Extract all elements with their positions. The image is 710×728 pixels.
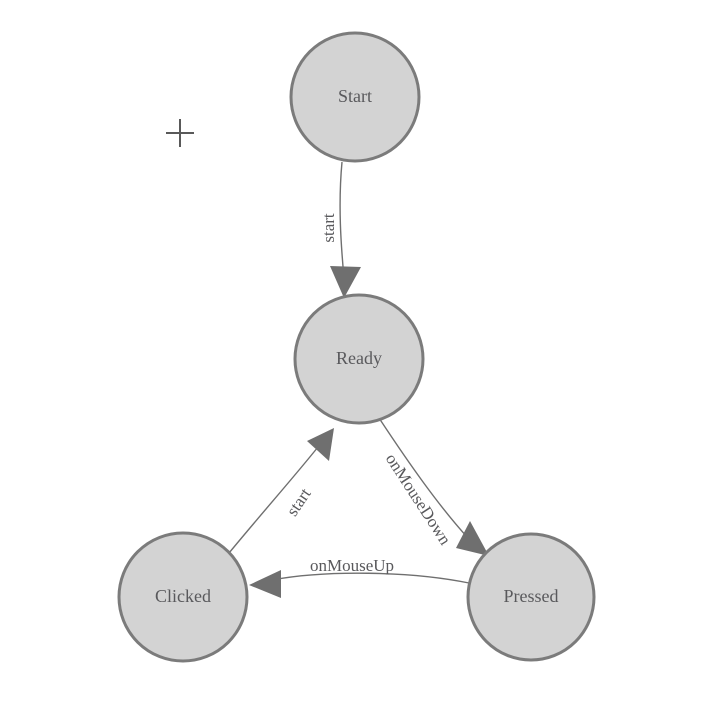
node-start-label: Start xyxy=(338,86,372,106)
crosshair-icon xyxy=(166,119,194,147)
node-pressed-label: Pressed xyxy=(504,586,559,606)
node-clicked-label: Clicked xyxy=(155,586,211,606)
edge-label-start-to-ready: start xyxy=(319,213,338,243)
node-clicked-circle[interactable] xyxy=(117,531,249,663)
arrowhead-pressed-topleft xyxy=(456,521,489,556)
edge-ready-to-pressed[interactable] xyxy=(378,417,489,556)
node-ready[interactable]: Ready xyxy=(293,293,425,425)
node-pressed-circle[interactable] xyxy=(466,532,596,662)
node-ready-circle[interactable] xyxy=(293,293,425,425)
edge-path-clicked-to-ready[interactable] xyxy=(228,446,319,554)
node-clicked[interactable]: Clicked xyxy=(117,531,249,663)
edge-pressed-to-clicked[interactable] xyxy=(249,570,470,598)
edge-label-ready-to-pressed: onMouseDown xyxy=(382,450,455,549)
edge-label-clicked-to-ready: start xyxy=(283,484,315,519)
edge-path-ready-to-pressed[interactable] xyxy=(378,417,469,539)
arrowhead-ready-top xyxy=(330,266,361,298)
arrowhead-ready-bottomleft xyxy=(307,428,334,461)
edge-start-to-ready[interactable] xyxy=(330,161,361,298)
edge-path-pressed-to-clicked[interactable] xyxy=(271,572,470,584)
edge-clicked-to-ready[interactable] xyxy=(228,428,334,554)
node-layer: Start Ready Clicked Pressed xyxy=(117,31,596,663)
node-start[interactable]: Start xyxy=(289,31,421,163)
arrowhead-clicked-right xyxy=(249,570,281,598)
node-start-circle[interactable] xyxy=(289,31,421,163)
edge-layer xyxy=(228,161,489,598)
node-pressed[interactable]: Pressed xyxy=(466,532,596,662)
node-ready-label: Ready xyxy=(336,348,382,368)
edge-label-pressed-to-clicked: onMouseUp xyxy=(310,556,394,575)
edge-path-start-to-ready[interactable] xyxy=(339,161,345,279)
